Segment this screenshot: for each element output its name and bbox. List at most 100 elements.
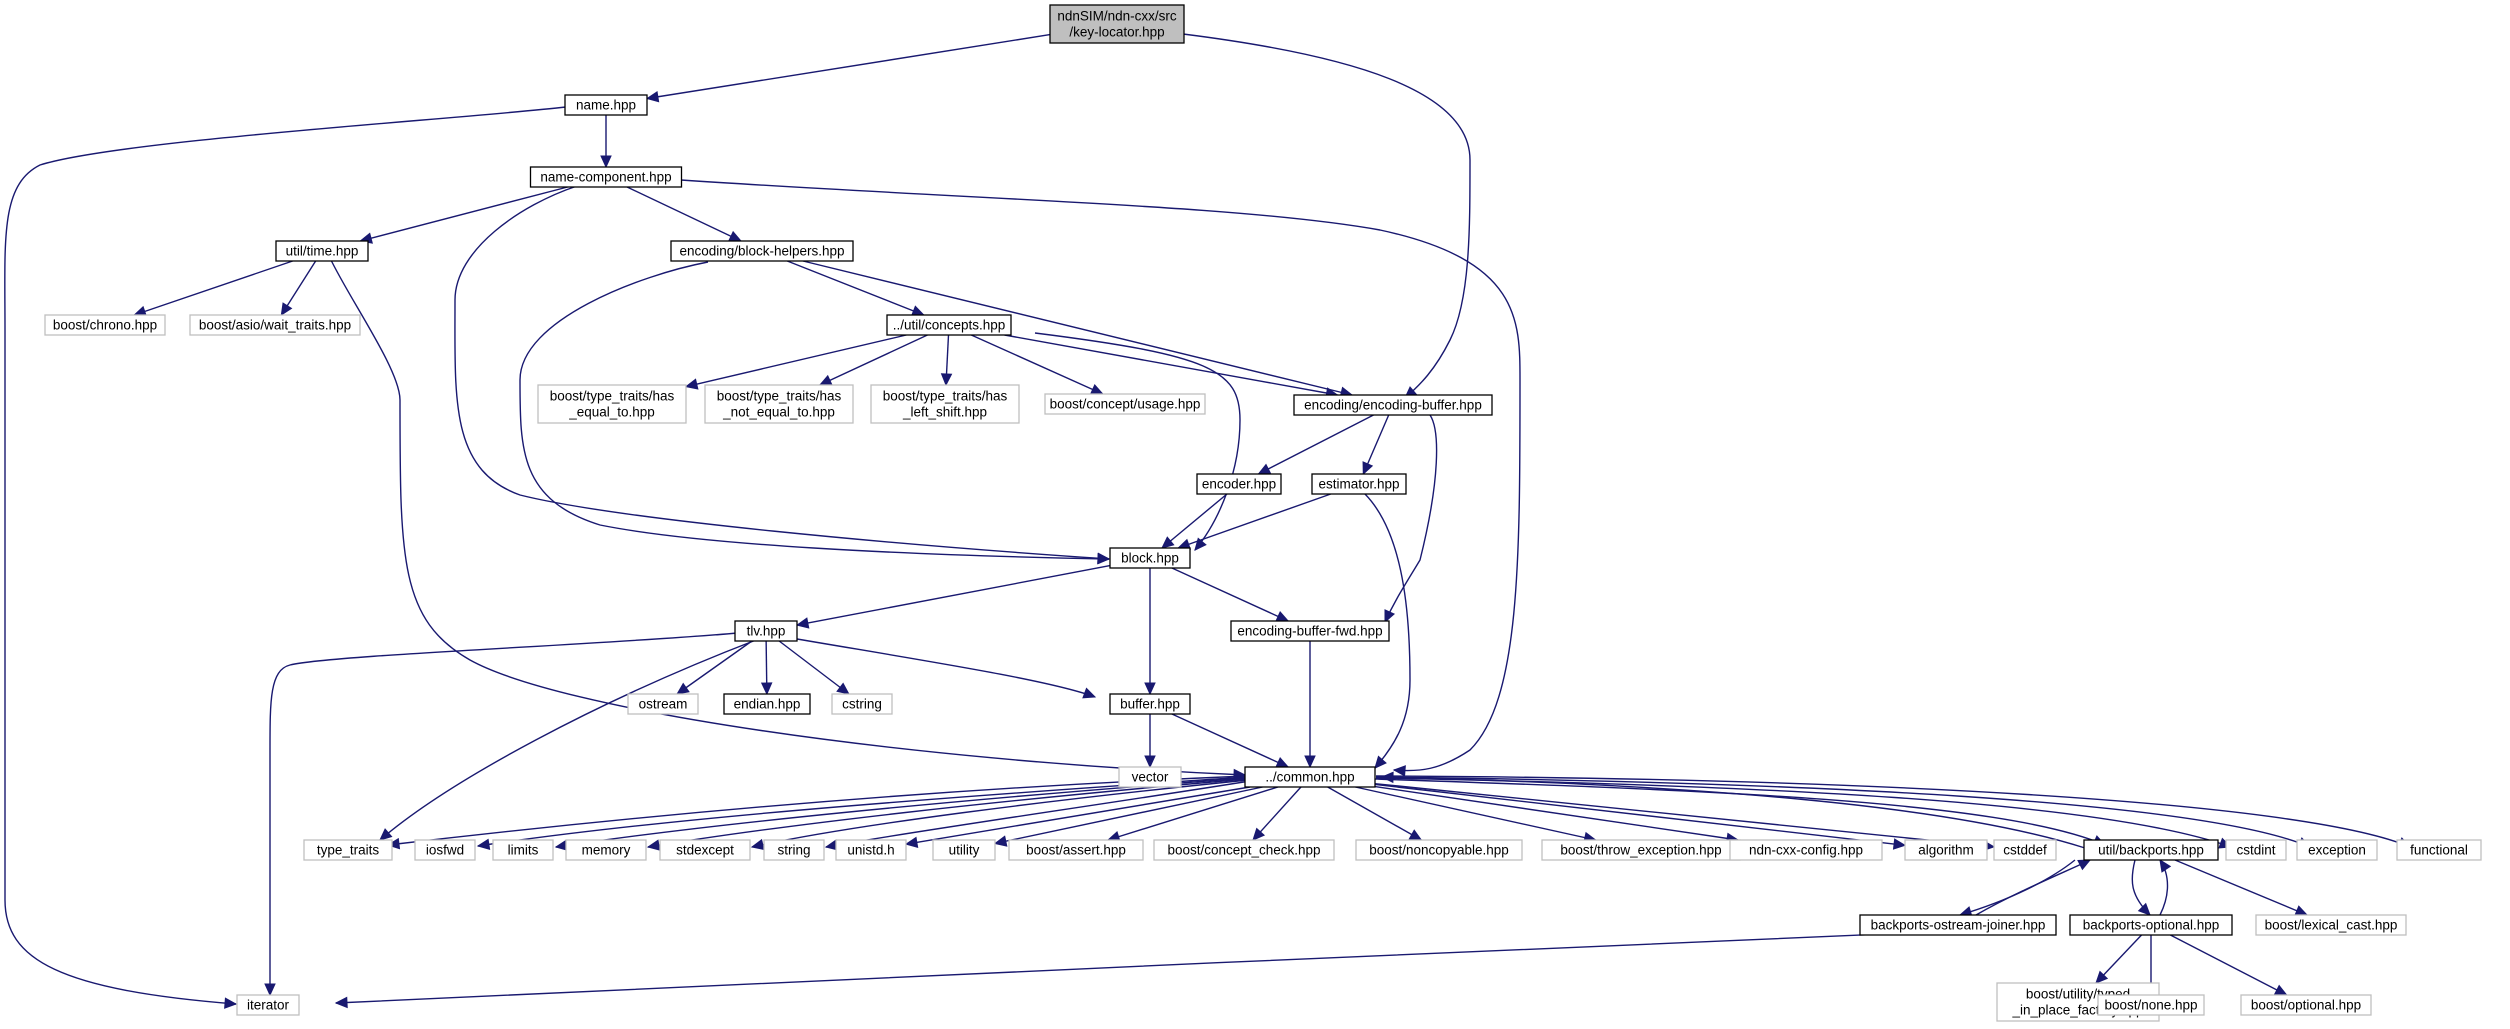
node-box	[1244, 766, 1376, 788]
node-endian[interactable]: endian.hpp	[723, 693, 811, 715]
node-memory: memory	[565, 839, 647, 861]
node-label: encoding/block-helpers.hpp	[679, 244, 844, 259]
node-box	[1196, 473, 1282, 495]
node-box	[414, 839, 476, 861]
node-label: iosfwd	[426, 843, 464, 858]
nodes-layer: ndnSIM/ndn-cxx/src/key-locator.hpp name.h…	[44, 4, 2482, 1022]
node-box	[670, 240, 854, 262]
node-box	[537, 384, 687, 424]
node-box	[492, 839, 554, 861]
edge-bpoptional-to-butility	[2095, 934, 2143, 984]
edge-encoder-to-block	[1161, 493, 1228, 549]
node-label: boost/type_traits/has	[717, 389, 842, 404]
node-label: memory	[582, 843, 631, 858]
node-label: ostream	[639, 697, 688, 712]
node-box	[275, 240, 369, 262]
node-label: iterator	[247, 998, 290, 1013]
node-box	[1729, 839, 1883, 861]
node-concepts[interactable]: ../util/concepts.hpp	[886, 314, 1012, 336]
node-label: string	[777, 843, 810, 858]
edge-tlv-to-iterator	[264, 632, 739, 997]
edge-utiltime-to-chrono	[133, 260, 293, 317]
node-common[interactable]: ../common.hpp	[1244, 766, 1376, 788]
node-cstring: cstring	[831, 693, 893, 715]
node-label: boost/optional.hpp	[2251, 998, 2361, 1013]
edge-concepts-to-encbuf	[1004, 334, 1339, 399]
node-box	[886, 314, 1012, 336]
node-tlv[interactable]: tlv.hpp	[734, 620, 798, 642]
edge-block-to-encbuffwd	[1171, 567, 1290, 622]
node-encoder[interactable]: encoder.hpp	[1196, 473, 1282, 495]
node-bthrow: boost/throw_exception.hpp	[1541, 839, 1741, 861]
node-box	[1311, 473, 1407, 495]
node-box	[565, 839, 647, 861]
node-bpoptional[interactable]: backports-optional.hpp	[2069, 914, 2233, 936]
node-label: encoder.hpp	[1202, 477, 1276, 492]
node-ndnconfig: ndn-cxx-config.hpp	[1729, 839, 1883, 861]
edge-name-to-iterator	[4, 106, 567, 1009]
node-label: boost/chrono.hpp	[53, 318, 157, 333]
node-box	[1008, 839, 1144, 861]
node-bnone: boost/none.hpp	[2097, 994, 2205, 1016]
node-encbuf[interactable]: encoding/encoding-buffer.hpp	[1293, 394, 1493, 416]
node-box	[2097, 994, 2205, 1016]
node-exception: exception	[2296, 839, 2378, 861]
edge-bpoptional-to-boptional	[2170, 934, 2288, 996]
node-box	[1153, 839, 1335, 861]
node-box	[734, 620, 798, 642]
node-box	[564, 94, 648, 116]
node-ostream: ostream	[627, 693, 699, 715]
node-box	[2296, 839, 2378, 861]
node-box	[529, 166, 683, 188]
node-box	[1993, 839, 2057, 861]
edge-block-to-tlv	[795, 564, 1111, 629]
node-root[interactable]: ndnSIM/ndn-cxx/src/key-locator.hpp	[1049, 4, 1185, 44]
node-backports[interactable]: util/backports.hpp	[2083, 839, 2219, 861]
node-bpostream[interactable]: backports-ostream-joiner.hpp	[1859, 914, 2057, 936]
edge-tlv-to-type_traits	[379, 639, 757, 841]
node-label: util/backports.hpp	[2098, 843, 2204, 858]
node-bnoncopy: boost/noncopyable.hpp	[1355, 839, 1523, 861]
node-block[interactable]: block.hpp	[1109, 547, 1191, 569]
edge-bpostream-to-backports	[1975, 859, 2092, 916]
node-namecomp[interactable]: name-component.hpp	[529, 166, 683, 188]
node-box	[1230, 620, 1390, 642]
edge-tlv-to-buffer	[796, 638, 1097, 699]
edge-blockhelpers-to-block	[519, 261, 1111, 565]
edge-concepts-to-block	[1034, 332, 1241, 551]
node-label: endian.hpp	[734, 697, 801, 712]
edges-layer	[4, 33, 2412, 1009]
node-cstdint: cstdint	[2225, 839, 2287, 861]
edge-common-to-exception	[1375, 776, 2312, 848]
node-box	[835, 839, 907, 861]
node-label: name-component.hpp	[540, 170, 671, 185]
node-label: unistd.h	[847, 843, 894, 858]
node-estimator[interactable]: estimator.hpp	[1311, 473, 1407, 495]
node-box	[1109, 547, 1191, 569]
node-utiltime[interactable]: util/time.hpp	[275, 240, 369, 262]
node-buffer[interactable]: buffer.hpp	[1109, 693, 1191, 715]
node-cstddef: cstddef	[1993, 839, 2057, 861]
edge-concepts-to-hasleftshift	[940, 334, 953, 387]
node-label: _equal_to.hpp	[568, 405, 655, 420]
edge-buffer-to-common	[1171, 713, 1290, 768]
node-label: boost/concept_check.hpp	[1167, 843, 1320, 858]
node-box	[2240, 994, 2372, 1016]
edge-common-to-bassert	[1106, 786, 1279, 843]
edge-root-to-encbuf	[1182, 33, 1471, 399]
node-blockhelpers[interactable]: encoding/block-helpers.hpp	[670, 240, 854, 262]
node-box	[2069, 914, 2233, 936]
edge-tlv-to-cstring	[778, 640, 850, 695]
node-box	[1049, 4, 1185, 44]
node-iosfwd: iosfwd	[414, 839, 476, 861]
node-encbuffwd[interactable]: encoding-buffer-fwd.hpp	[1230, 620, 1390, 642]
node-label: boost/concept/usage.hpp	[1050, 397, 1201, 412]
node-label: /key-locator.hpp	[1069, 25, 1164, 40]
node-label: utility	[949, 843, 980, 858]
node-name[interactable]: name.hpp	[564, 94, 648, 116]
node-label: boost/type_traits/has	[883, 389, 1008, 404]
node-box	[44, 314, 166, 336]
node-label: cstring	[842, 697, 882, 712]
edge-name-to-namecomp	[600, 115, 612, 169]
